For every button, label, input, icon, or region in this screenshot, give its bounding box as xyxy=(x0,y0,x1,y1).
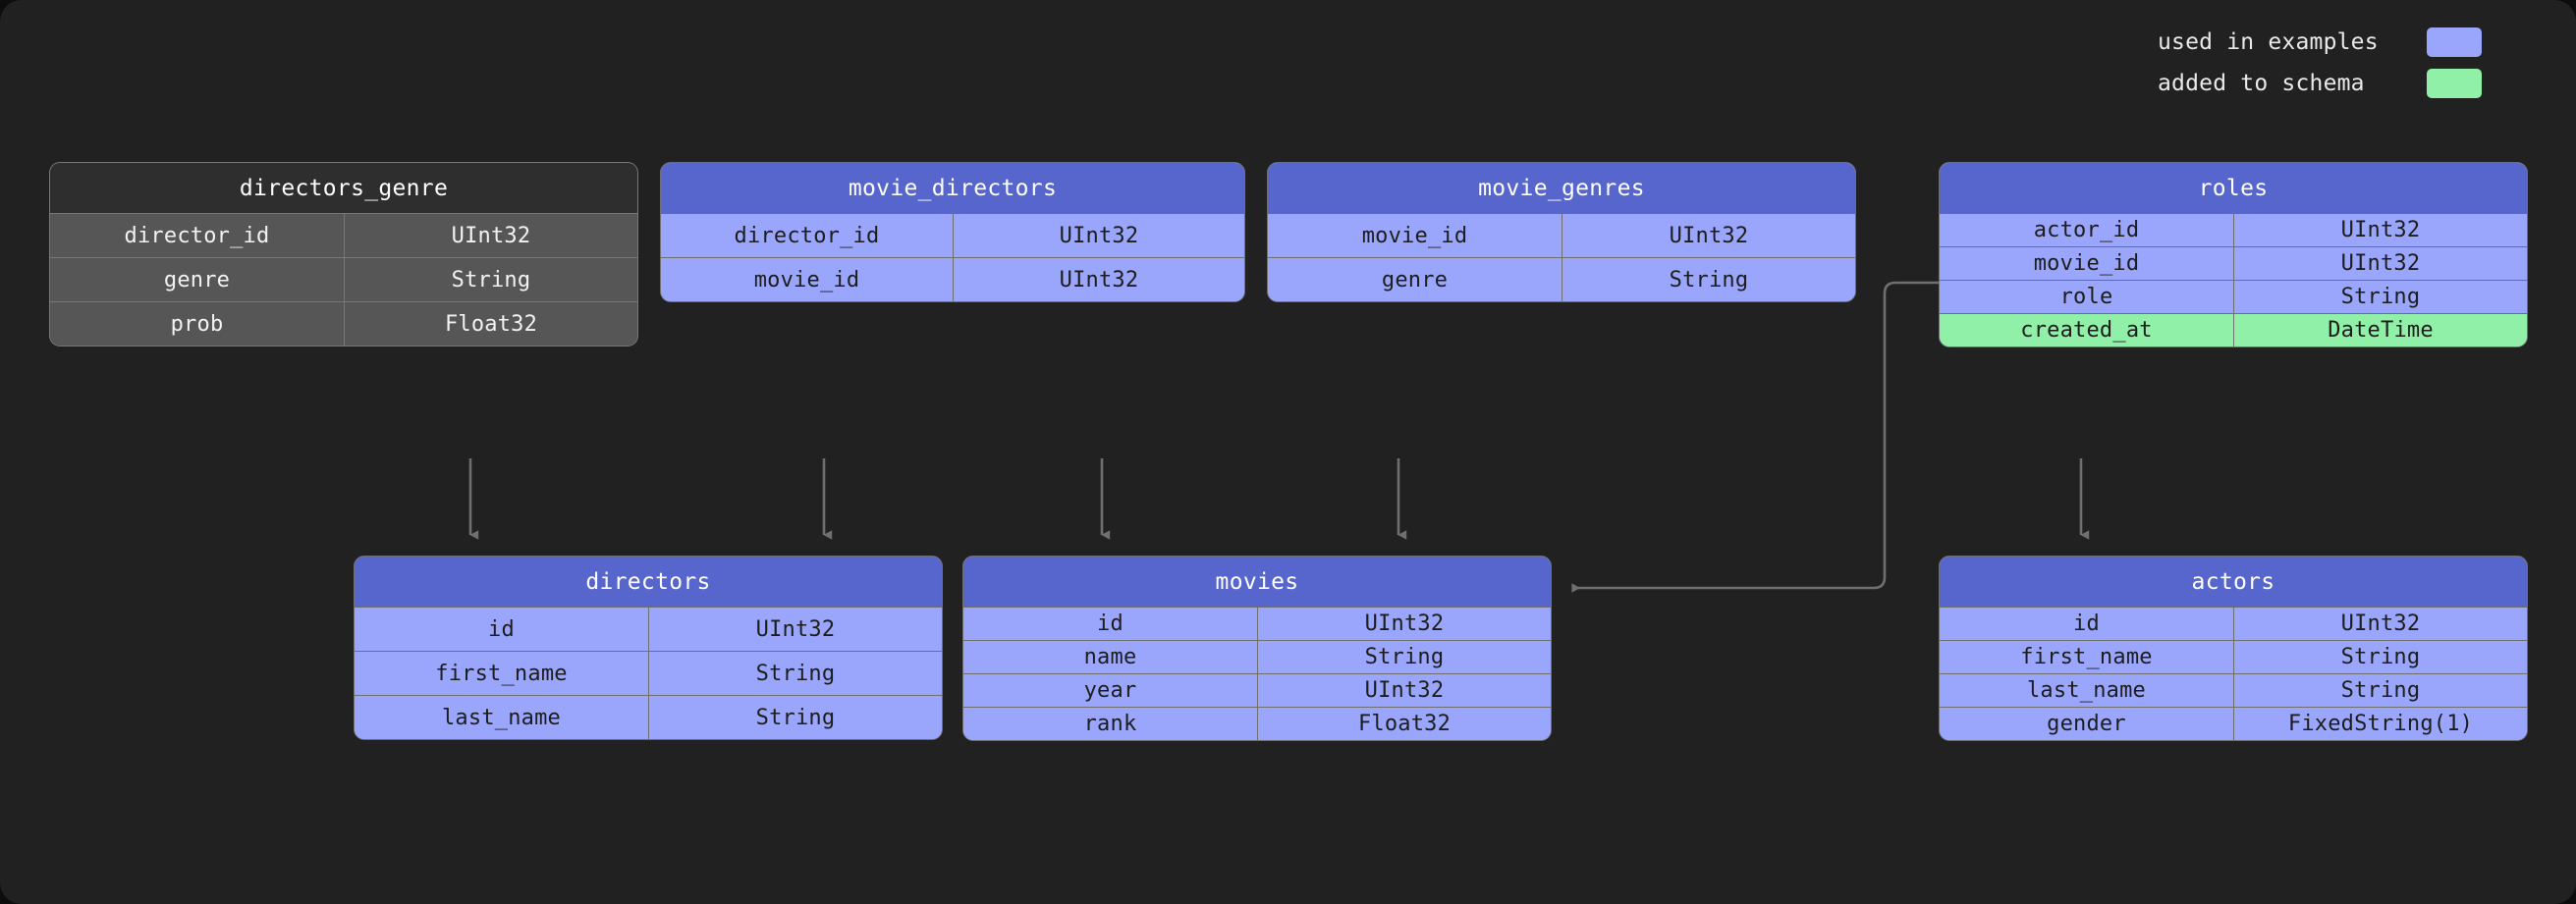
table-title-movie_genres: movie_genres xyxy=(1268,163,1855,213)
legend-label-used-in-examples: used in examples xyxy=(2158,29,2379,55)
table-row: role String xyxy=(1940,280,2527,313)
column-type-cell: DateTime xyxy=(2233,314,2527,346)
column-type-cell: UInt32 xyxy=(1562,214,1855,257)
column-type-cell: UInt32 xyxy=(2233,247,2527,280)
column-type-cell: String xyxy=(1257,641,1551,673)
legend-swatch-added-to-schema xyxy=(2427,69,2482,98)
table-title-roles: roles xyxy=(1940,163,2527,213)
column-type-cell: String xyxy=(2233,641,2527,673)
table-row: actor_id UInt32 xyxy=(1940,213,2527,246)
table-row: director_id UInt32 xyxy=(661,213,1244,257)
column-type-cell: String xyxy=(648,652,942,695)
column-type-cell: UInt32 xyxy=(344,214,637,257)
column-name-cell: director_id xyxy=(734,223,880,248)
legend-item-added-to-schema: added to schema xyxy=(2158,69,2482,98)
column-type-cell: String xyxy=(2233,674,2527,707)
table-title-movie_directors: movie_directors xyxy=(661,163,1244,213)
column-name-cell: actor_id xyxy=(2033,218,2140,242)
column-name-cell: first_name xyxy=(2020,645,2153,669)
column-type-cell: FixedString(1) xyxy=(2233,708,2527,740)
table-row: created_at DateTime xyxy=(1940,313,2527,346)
table-row: last_name String xyxy=(355,695,942,739)
table-row: name String xyxy=(963,640,1551,673)
table-body-movie_genres: movie_id UInt32 genre String xyxy=(1268,213,1855,301)
table-row: genre String xyxy=(50,257,637,301)
column-name-cell: id xyxy=(2073,612,2100,636)
column-type-cell: Float32 xyxy=(1257,708,1551,740)
table-row: gender FixedString(1) xyxy=(1940,707,2527,740)
table-row: movie_id UInt32 xyxy=(1940,246,2527,280)
table-row: first_name String xyxy=(355,651,942,695)
column-name-cell: first_name xyxy=(435,661,568,686)
column-type-cell: UInt32 xyxy=(1257,608,1551,640)
column-type-cell: UInt32 xyxy=(1257,674,1551,707)
table-movie_genres[interactable]: movie_genres movie_id UInt32 genre String xyxy=(1267,162,1856,302)
table-row: last_name String xyxy=(1940,673,2527,707)
column-name-cell: id xyxy=(1097,612,1124,636)
table-title-movies: movies xyxy=(963,557,1551,607)
column-type-cell: UInt32 xyxy=(953,258,1244,301)
column-name-cell: name xyxy=(1083,645,1137,669)
legend-item-used-in-examples: used in examples xyxy=(2158,27,2482,57)
column-name-cell: last_name xyxy=(441,705,561,730)
column-type-cell: String xyxy=(2233,281,2527,313)
column-name-cell: movie_id xyxy=(753,267,860,292)
table-row: director_id UInt32 xyxy=(50,213,637,257)
table-title-directors_genre: directors_genre xyxy=(50,163,637,213)
table-row: id UInt32 xyxy=(1940,607,2527,640)
legend-swatch-used-in-examples xyxy=(2427,27,2482,57)
column-name-cell: genre xyxy=(1381,267,1449,292)
column-name-cell: gender xyxy=(2047,712,2126,736)
column-type-cell: String xyxy=(344,258,637,301)
table-row: rank Float32 xyxy=(963,707,1551,740)
table-body-directors_genre: director_id UInt32 genre String prob Float32 xyxy=(50,213,637,346)
edge-roles-movies xyxy=(1571,281,1940,593)
table-row: id UInt32 xyxy=(355,607,942,651)
table-row: first_name String xyxy=(1940,640,2527,673)
column-name-cell: role xyxy=(2059,285,2113,309)
table-row: id UInt32 xyxy=(963,607,1551,640)
legend: used in examples added to schema xyxy=(2158,27,2482,98)
table-title-directors: directors xyxy=(355,557,942,607)
column-type-cell: UInt32 xyxy=(2233,608,2527,640)
column-type-cell: String xyxy=(1562,258,1855,301)
column-name-cell: director_id xyxy=(124,223,270,248)
column-name-cell: prob xyxy=(170,311,224,337)
legend-label-added-to-schema: added to schema xyxy=(2158,71,2365,96)
column-name-cell: last_name xyxy=(2026,678,2146,703)
column-type-cell: String xyxy=(648,696,942,739)
table-title-actors: actors xyxy=(1940,557,2527,607)
table-row: genre String xyxy=(1268,257,1855,301)
column-name-cell: movie_id xyxy=(1361,223,1468,248)
column-type-cell: UInt32 xyxy=(953,214,1244,257)
column-type-cell: UInt32 xyxy=(2233,214,2527,246)
table-row: movie_id UInt32 xyxy=(661,257,1244,301)
column-name-cell: year xyxy=(1083,678,1137,703)
column-type-cell: Float32 xyxy=(344,302,637,346)
column-type-cell: UInt32 xyxy=(648,608,942,651)
column-name-cell: rank xyxy=(1083,712,1137,736)
table-row: year UInt32 xyxy=(963,673,1551,707)
column-name-cell: id xyxy=(488,616,515,642)
table-row: movie_id UInt32 xyxy=(1268,213,1855,257)
column-name-cell: movie_id xyxy=(2033,251,2140,276)
column-name-cell: genre xyxy=(163,267,231,292)
table-row: prob Float32 xyxy=(50,301,637,346)
column-name-cell: created_at xyxy=(2020,318,2153,343)
table-directors_genre[interactable]: directors_genre director_id UInt32 genre St… xyxy=(49,162,638,346)
